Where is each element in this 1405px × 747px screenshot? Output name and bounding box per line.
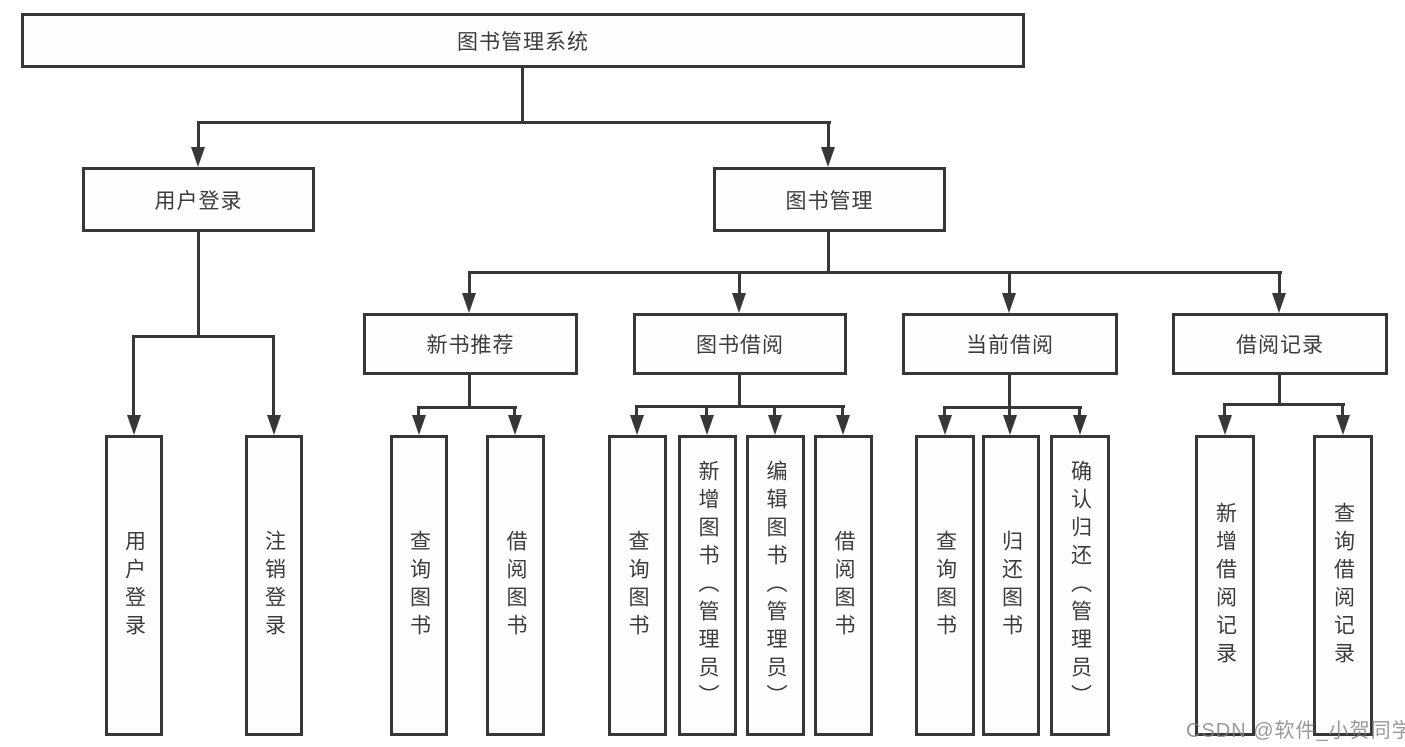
arrow-down-icon [630,415,644,435]
connector-hbar [943,406,1082,409]
arrow-down-icon [938,415,952,435]
connector-stem [1008,375,1011,409]
connector-user-login-hbar [132,335,275,338]
leaf-borrow-books: 借阅图书 [814,435,873,736]
leaf-label: 用户登录 [122,529,146,642]
arrow-down-icon [267,415,281,435]
connector-drop-leaf [943,406,946,417]
arrow-down-icon [1002,293,1016,313]
arrow-down-icon [836,415,850,435]
connector-drop-leaf [705,405,708,417]
connector-stem [1278,375,1281,406]
arrow-down-icon [1073,415,1087,435]
leaf-label: 查询图书 [933,529,957,642]
node-label: 借阅记录 [1236,334,1324,357]
connector-drop-leaf [1008,406,1011,417]
leaf-return-books: 归还图书 [982,435,1040,736]
leaf-label: 归还图书 [999,529,1023,642]
arrow-down-icon [462,293,476,313]
leaf-label: 编辑图书（管理员） [764,459,787,712]
connector-drop-leaf [635,405,638,417]
connector-root-stem [521,68,524,124]
leaf-query-books: 查询图书 [915,435,975,736]
node-borrow-records: 借阅记录 [1172,313,1388,375]
leaf-logout: 注销登录 [245,435,303,736]
arrow-down-icon [821,147,835,167]
connector-drop-leaf [513,406,516,417]
arrow-down-icon [700,415,714,435]
arrow-down-icon [1003,415,1017,435]
node-root-label: 图书管理系统 [457,30,589,54]
arrow-down-icon [508,415,522,435]
leaf-label: 借阅图书 [504,529,527,642]
connector-hbar [635,405,845,408]
leaf-add-borrow-record: 新增借阅记录 [1195,435,1255,736]
arrow-down-icon [768,415,782,435]
connector-drop-level3 [1278,271,1281,295]
arrow-down-icon [191,147,205,167]
connector-stem [468,375,471,409]
connector-root-hbar [197,121,831,124]
connector-drop-book-mgmt [827,121,830,149]
connector-drop-leaf [841,405,844,417]
node-book-management: 图书管理 [713,167,946,232]
connector-drop-leaf [1078,406,1081,417]
node-label: 图书管理 [785,189,874,213]
connector-hbar [1223,403,1345,406]
leaf-label: 查询借阅记录 [1331,501,1355,670]
connector-book-mgmt-hbar [468,271,1282,274]
connector-drop-leaf [1223,403,1226,417]
connector-drop-user-login [197,121,200,149]
arrow-down-icon [1336,415,1350,435]
connector-drop-level3 [738,271,741,295]
leaf-user-login: 用户登录 [105,435,163,736]
leaf-label: 新增图书（管理员） [696,459,719,712]
leaf-label: 借阅图书 [832,529,855,642]
leaf-query-books: 查询图书 [390,435,448,736]
arrow-down-icon [412,415,426,435]
node-label: 当前借阅 [966,334,1054,357]
leaf-query-borrow-record: 查询借阅记录 [1313,435,1373,736]
leaf-label: 确认归还（管理员） [1068,459,1092,712]
connector-drop-level3 [468,271,471,295]
node-current-borrow: 当前借阅 [902,313,1118,375]
connector-book-mgmt-stem [827,232,830,274]
node-label: 用户登录 [154,189,243,213]
node-label: 图书借阅 [696,334,784,357]
leaf-add-books-admin: 新增图书（管理员） [678,435,737,736]
node-user-login: 用户登录 [82,167,315,232]
connector-hbar [417,406,517,409]
connector-drop-leaf [272,335,275,417]
leaf-label: 查询图书 [407,529,431,642]
connector-drop-leaf [1341,403,1344,417]
watermark: CSDN @软件_小贺同学 [1186,720,1405,742]
arrow-down-icon [127,415,141,435]
connector-user-login-stem [197,232,200,338]
arrow-down-icon [1218,415,1232,435]
arrow-down-icon [732,293,746,313]
leaf-borrow-books: 借阅图书 [486,435,545,736]
connector-drop-leaf [417,406,420,417]
node-book-borrow: 图书借阅 [633,313,847,375]
leaf-label: 注销登录 [262,529,286,642]
leaf-edit-books-admin: 编辑图书（管理员） [746,435,805,736]
connector-drop-leaf [132,335,135,417]
leaf-label: 新增借阅记录 [1213,501,1237,670]
node-root: 图书管理系统 [21,13,1025,68]
leaf-query-books: 查询图书 [608,435,667,736]
node-label: 新书推荐 [426,334,515,357]
connector-drop-leaf [773,405,776,417]
leaf-confirm-return-admin: 确认归还（管理员） [1050,435,1110,736]
connector-stem [738,375,741,408]
connector-drop-level3 [1008,271,1011,295]
leaf-label: 查询图书 [626,529,649,642]
arrow-down-icon [1272,293,1286,313]
node-new-book-recommend: 新书推荐 [363,313,578,375]
